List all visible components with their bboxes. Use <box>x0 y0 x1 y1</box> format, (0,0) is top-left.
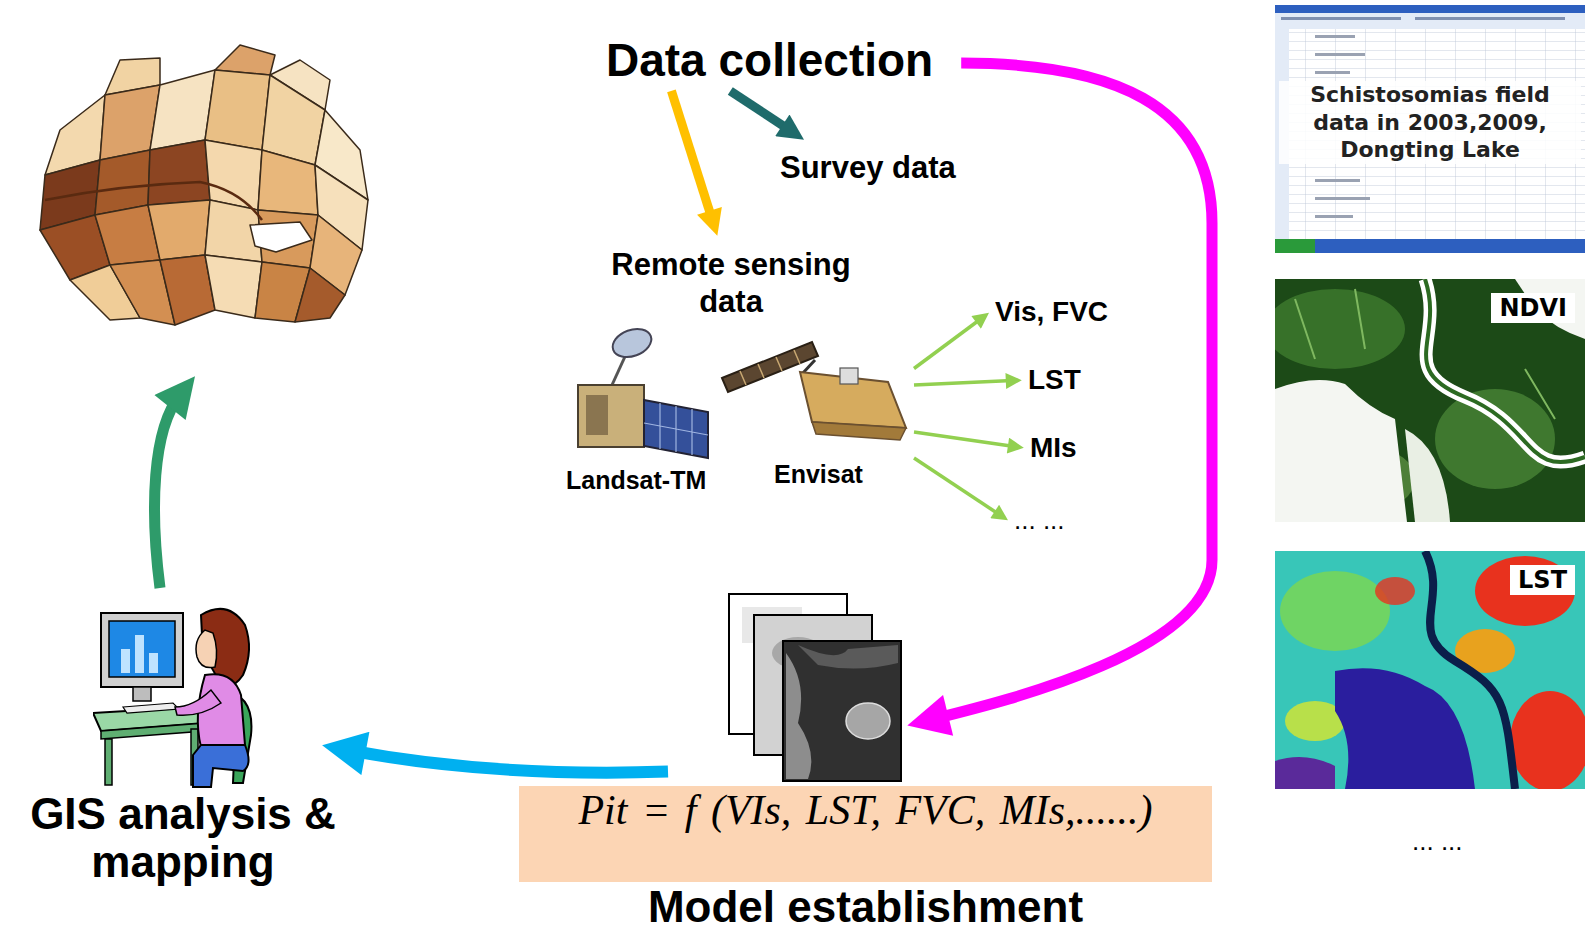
field-data-tile: Schistosomias field data in 2003,2009, D… <box>1275 5 1585 253</box>
county-map <box>40 45 368 325</box>
group-heading: Remote sensing data <box>586 246 876 320</box>
data-source-node: Survey data <box>780 150 956 186</box>
remote-sensing-group: Remote sensing data <box>550 246 912 496</box>
index-item: MIs <box>1030 432 1077 464</box>
stage-heading: Data collection <box>606 34 933 87</box>
continuation-mark: ... ... <box>1412 826 1463 857</box>
satellite-name: Envisat <box>774 460 863 489</box>
flow-arrow <box>914 319 981 369</box>
ndvi-tile: NDVI <box>1275 279 1585 522</box>
flow-arrow <box>671 91 712 221</box>
gis-node: GIS analysis & mapping <box>8 595 358 890</box>
tile-tag: NDVI <box>1491 293 1575 323</box>
flow-arrow <box>914 432 1014 447</box>
person-at-computer <box>93 595 263 790</box>
flow-arrow <box>730 91 791 131</box>
landsat-satellite <box>578 324 708 458</box>
tile-tag: LST <box>1510 565 1575 595</box>
envisat-satellite <box>722 342 906 440</box>
lst-tile: LST <box>1275 551 1585 789</box>
satellite-name: Landsat-TM <box>566 466 706 495</box>
flow-arrow <box>914 381 1012 385</box>
index-item: Vis, FVC <box>995 296 1108 328</box>
index-item: LST <box>1028 364 1081 396</box>
index-label: Vis, FVC <box>995 296 1108 328</box>
image-stack <box>728 593 903 783</box>
index-item: ... ... <box>1014 506 1065 536</box>
index-label: MIs <box>1030 432 1077 464</box>
gis-heading: GIS analysis & mapping <box>8 790 358 885</box>
flow-arrow <box>914 458 1000 515</box>
model-heading: Model establishment <box>519 884 1212 930</box>
flow-arrow <box>348 750 668 772</box>
stage-heading-node: Data collection <box>606 34 933 87</box>
model-node: Pit = f (VIs, LST, FVC, MIs,......)Model… <box>519 590 1212 934</box>
data-label: Survey data <box>780 150 956 186</box>
flow-arrow <box>932 63 1212 719</box>
continuation-mark: ... ... <box>1014 506 1065 536</box>
tile-caption: Schistosomias field data in 2003,2009, D… <box>1279 81 1581 164</box>
flow-arrow-to-map <box>155 395 180 588</box>
model-formula: Pit = f (VIs, LST, FVC, MIs,......) <box>519 786 1212 882</box>
index-label: LST <box>1028 364 1081 396</box>
